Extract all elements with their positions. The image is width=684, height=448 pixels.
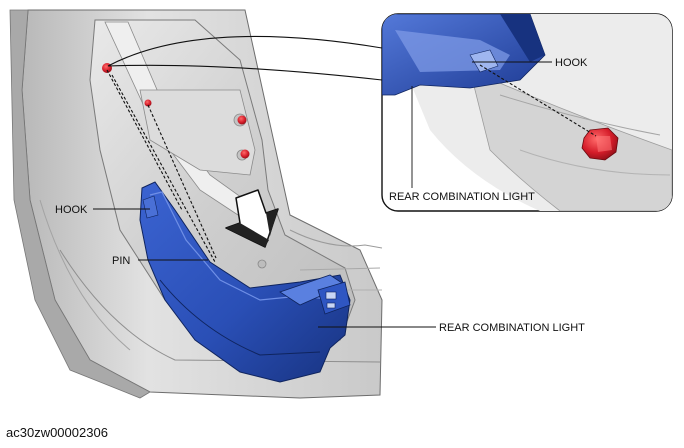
pin-label: PIN bbox=[112, 255, 130, 267]
hook-label-inset: HOOK bbox=[555, 57, 588, 69]
hook-label-main: HOOK bbox=[55, 204, 88, 216]
rear-combination-light-label-inset: REAR COMBINATION LIGHT bbox=[389, 191, 535, 203]
detail-callout-connector bbox=[107, 35, 383, 81]
rear-combination-light-label-main: REAR COMBINATION LIGHT bbox=[439, 322, 585, 334]
pull-direction-arrow bbox=[225, 189, 279, 248]
detail-inset bbox=[381, 13, 673, 212]
figure-id: ac30zw00002306 bbox=[6, 425, 108, 440]
alignment-dashed-lines bbox=[106, 69, 217, 263]
leader-lines-main bbox=[93, 208, 436, 328]
rear-combination-light-main bbox=[139, 181, 351, 383]
